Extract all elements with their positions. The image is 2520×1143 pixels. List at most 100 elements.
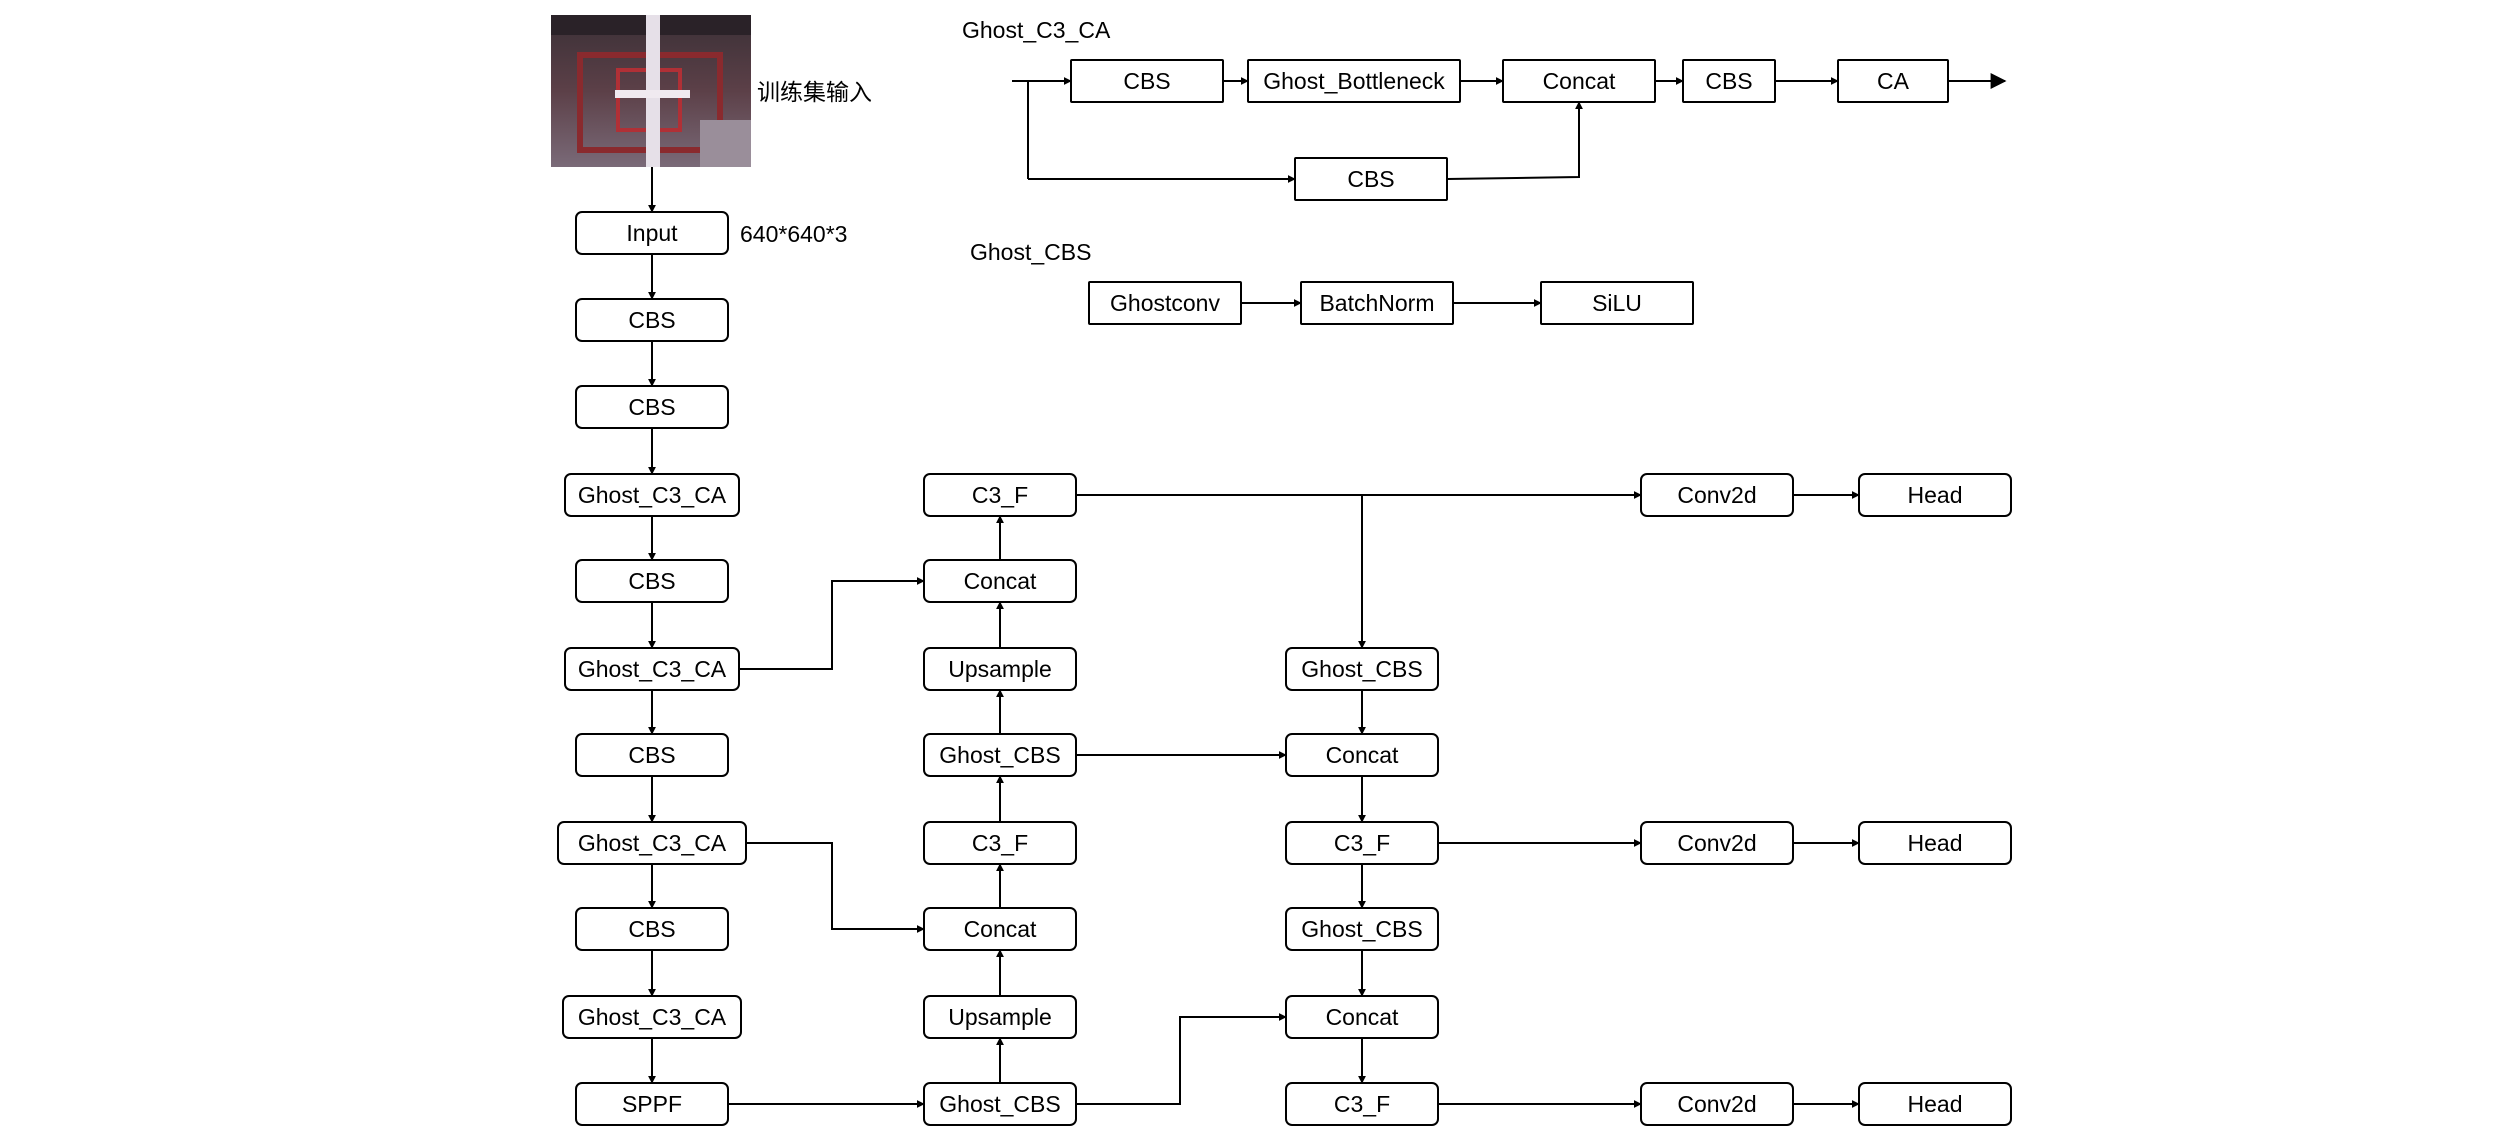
node-box bbox=[1294, 157, 1448, 201]
node-d-batchnorm: BatchNorm bbox=[1300, 281, 1454, 325]
node-label: Conv2d bbox=[1677, 482, 1756, 508]
training-image-thumbnail bbox=[551, 15, 751, 167]
node-conv2d-2: Conv2d bbox=[1640, 821, 1794, 865]
node-conv2d-3: Conv2d bbox=[1640, 1082, 1794, 1126]
node-label: Upsample bbox=[948, 1004, 1052, 1030]
diagram-nodes: InputCBSCBSGhost_C3_CACBSGhost_C3_CACBSG… bbox=[557, 59, 2012, 1126]
node-d-ghost-bottleneck: Ghost_Bottleneck bbox=[1247, 59, 1461, 103]
node-box bbox=[1285, 821, 1439, 865]
node-neck-c3f-2: C3_F bbox=[923, 821, 1077, 865]
node-neck-upsample-1: Upsample bbox=[923, 647, 1077, 691]
node-label: CBS bbox=[628, 307, 675, 333]
node-pan-c3f-2: C3_F bbox=[1285, 1082, 1439, 1126]
node-box bbox=[1285, 733, 1439, 777]
training-input-label: 训练集输入 bbox=[757, 79, 872, 105]
node-label: CBS bbox=[1347, 166, 1394, 192]
node-box bbox=[575, 733, 729, 777]
node-box bbox=[1858, 821, 2012, 865]
node-label: SiLU bbox=[1592, 290, 1642, 316]
node-label: Ghost_CBS bbox=[1301, 916, 1422, 942]
node-bb-cbs-5: CBS bbox=[575, 907, 729, 951]
node-bb-cbs-4: CBS bbox=[575, 733, 729, 777]
node-pan-ghost-cbs-1: Ghost_CBS bbox=[1285, 647, 1439, 691]
node-label: CBS bbox=[1705, 68, 1752, 94]
node-box bbox=[1540, 281, 1694, 325]
node-label: Head bbox=[1908, 1091, 1963, 1117]
node-label: C3_F bbox=[1334, 830, 1390, 856]
node-conv2d-1: Conv2d bbox=[1640, 473, 1794, 517]
node-bb-cbs-1: CBS bbox=[575, 298, 729, 342]
node-bb-ghost-c3-ca-4: Ghost_C3_CA bbox=[562, 995, 742, 1039]
node-d-concat: Concat bbox=[1502, 59, 1656, 103]
node-sppf: SPPF bbox=[575, 1082, 729, 1126]
node-neck-concat-1: Concat bbox=[923, 559, 1077, 603]
node-box bbox=[1300, 281, 1454, 325]
node-pan-ghost-cbs-2: Ghost_CBS bbox=[1285, 907, 1439, 951]
node-label: CBS bbox=[628, 394, 675, 420]
node-head-2: Head bbox=[1858, 821, 2012, 865]
node-label: Ghost_C3_CA bbox=[578, 656, 727, 682]
node-d-cbs-branch: CBS bbox=[1294, 157, 1448, 201]
node-box bbox=[564, 647, 740, 691]
ghost-cbs-detail-title: Ghost_CBS bbox=[970, 239, 1091, 265]
node-label: Head bbox=[1908, 482, 1963, 508]
node-label: Concat bbox=[964, 568, 1037, 594]
node-label: CBS bbox=[628, 742, 675, 768]
node-box bbox=[923, 821, 1077, 865]
node-label: Concat bbox=[1326, 1004, 1399, 1030]
node-box bbox=[557, 821, 747, 865]
node-pan-concat-2: Concat bbox=[1285, 995, 1439, 1039]
node-label: Ghost_C3_CA bbox=[578, 830, 727, 856]
node-box bbox=[1640, 821, 1794, 865]
node-box bbox=[923, 1082, 1077, 1126]
node-label: Ghost_Bottleneck bbox=[1263, 68, 1445, 94]
ghost-c3-ca-detail-title: Ghost_C3_CA bbox=[962, 17, 1111, 43]
node-box bbox=[1640, 473, 1794, 517]
node-box bbox=[923, 647, 1077, 691]
node-label: C3_F bbox=[972, 482, 1028, 508]
connector-arrows bbox=[648, 73, 2007, 1108]
node-box bbox=[923, 473, 1077, 517]
node-box bbox=[1088, 281, 1242, 325]
arrow-bb-ghost-c3-ca-2-to-neck-concat-1 bbox=[739, 577, 925, 670]
node-label: Concat bbox=[1543, 68, 1616, 94]
node-label: Upsample bbox=[948, 656, 1052, 682]
node-d-ca: CA bbox=[1837, 59, 1949, 103]
node-box bbox=[1502, 59, 1656, 103]
node-box bbox=[564, 473, 740, 517]
node-box bbox=[1682, 59, 1776, 103]
arrow-bb-ghost-c3-ca-3-to-neck-concat-2 bbox=[746, 842, 925, 933]
node-box bbox=[1285, 1082, 1439, 1126]
node-label: CA bbox=[1877, 68, 1910, 94]
arrow-detail-cbs-branch-to-concat bbox=[1446, 101, 1583, 180]
node-box bbox=[575, 907, 729, 951]
node-box bbox=[1247, 59, 1461, 103]
node-box bbox=[923, 733, 1077, 777]
node-box bbox=[1858, 473, 2012, 517]
node-label: Concat bbox=[1326, 742, 1399, 768]
node-neck-c3f-top: C3_F bbox=[923, 473, 1077, 517]
node-box bbox=[1285, 995, 1439, 1039]
node-label: Ghost_CBS bbox=[939, 742, 1060, 768]
node-d-cbs-1: CBS bbox=[1070, 59, 1224, 103]
node-bb-cbs-2: CBS bbox=[575, 385, 729, 429]
node-label: C3_F bbox=[972, 830, 1028, 856]
node-pan-concat-1: Concat bbox=[1285, 733, 1439, 777]
node-label: Conv2d bbox=[1677, 830, 1756, 856]
node-bb-ghost-c3-ca-2: Ghost_C3_CA bbox=[564, 647, 740, 691]
node-label: Head bbox=[1908, 830, 1963, 856]
arrow-neck-ghost-cbs-2-to-pan-concat-2 bbox=[1076, 1013, 1287, 1105]
node-label: CBS bbox=[628, 568, 675, 594]
node-bb-ghost-c3-ca-1: Ghost_C3_CA bbox=[564, 473, 740, 517]
node-box bbox=[1285, 907, 1439, 951]
node-box bbox=[575, 385, 729, 429]
node-box bbox=[923, 559, 1077, 603]
node-label: Ghostconv bbox=[1110, 290, 1220, 316]
node-label: CBS bbox=[628, 916, 675, 942]
node-box bbox=[1640, 1082, 1794, 1126]
node-head-1: Head bbox=[1858, 473, 2012, 517]
node-label: SPPF bbox=[622, 1091, 682, 1117]
node-label: CBS bbox=[1123, 68, 1170, 94]
node-label: Input bbox=[626, 220, 678, 246]
node-pan-c3f-1: C3_F bbox=[1285, 821, 1439, 865]
